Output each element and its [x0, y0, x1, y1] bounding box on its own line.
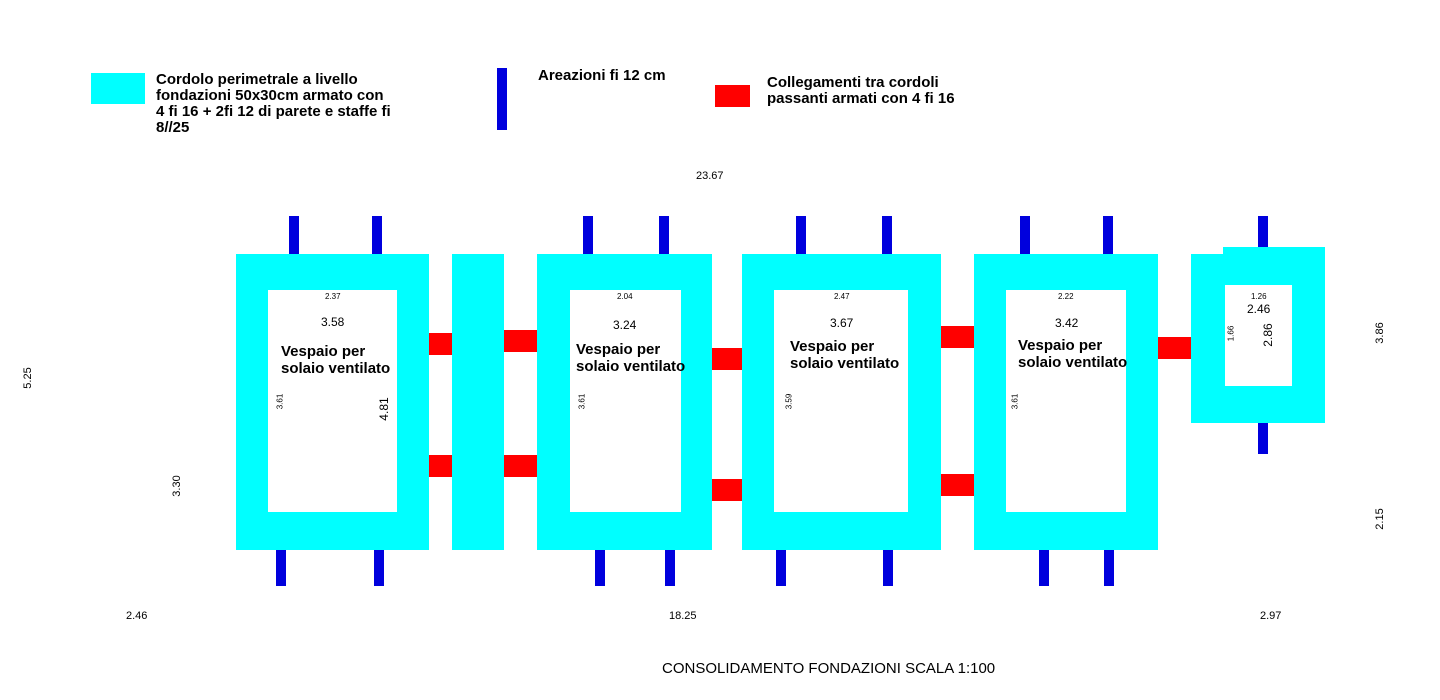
vent-pipe: [1020, 216, 1030, 254]
room-2-width: 3.24: [613, 318, 637, 332]
connection-beam: [941, 326, 974, 348]
room-4-label: Vespaio per solaio ventilato: [1018, 337, 1128, 371]
dim-left-lower: 3.30: [171, 475, 183, 497]
vent-pipe: [1103, 216, 1113, 254]
vent-pipe: [665, 548, 675, 586]
vent-pipe: [659, 216, 669, 254]
vespaio-room-4: [1006, 290, 1126, 512]
small-room-top-dim: 1.26: [1251, 292, 1267, 301]
vent-pipe: [1258, 216, 1268, 248]
room-3-side-dim: 3.59: [784, 393, 794, 410]
connection-beam: [504, 330, 537, 352]
room-2-top-dim: 2.04: [617, 292, 633, 301]
vent-pipe: [374, 548, 384, 586]
connection-beam: [712, 348, 742, 370]
cordolo-small-room-top: [1223, 247, 1325, 257]
vespaio-room-2: [570, 290, 681, 512]
drawing-title: CONSOLIDAMENTO FONDAZIONI SCALA 1:100: [662, 660, 996, 677]
vent-pipe: [289, 216, 299, 254]
vent-pipe: [372, 216, 382, 254]
dim-left-height: 5.25: [22, 367, 34, 389]
dim-total-top: 23.67: [696, 170, 724, 182]
cordolo-strip: [452, 254, 504, 550]
legend-collegamenti-swatch: [715, 85, 750, 107]
connection-beam: [429, 455, 452, 477]
vent-pipe: [276, 548, 286, 586]
legend-areazioni-swatch: [497, 68, 507, 130]
room-1-label: Vespaio per solaio ventilato: [281, 343, 391, 377]
connection-beam: [712, 479, 742, 501]
dim-right-height: 3.86: [1374, 322, 1386, 344]
connection-beam: [1158, 337, 1191, 359]
vent-pipe: [1104, 548, 1114, 586]
vent-pipe: [882, 216, 892, 254]
vespaio-room-1: [268, 290, 397, 512]
connection-beam: [941, 474, 974, 496]
dim-right-lower: 2.15: [1374, 508, 1386, 530]
legend-collegamenti-text: Collegamenti tra cordoli passanti armati…: [767, 74, 955, 107]
small-room-side-dim: 1.66: [1226, 325, 1236, 342]
vent-pipe: [583, 216, 593, 254]
dim-bottom-mid: 18.25: [669, 610, 697, 622]
vent-pipe: [796, 216, 806, 254]
room-3-label: Vespaio per solaio ventilato: [790, 338, 900, 372]
room-1-top-dim: 2.37: [325, 292, 341, 301]
connection-beam: [504, 455, 537, 477]
vent-pipe: [776, 548, 786, 586]
room-1-side-dim: 3.61: [275, 393, 285, 410]
room-4-side-dim: 3.61: [1010, 393, 1020, 410]
legend-areazioni-text: Areazioni fi 12 cm: [538, 67, 666, 84]
small-room-inner: [1225, 285, 1292, 386]
small-room-height: 2.86: [1261, 323, 1275, 347]
vent-pipe: [595, 548, 605, 586]
vent-pipe: [1039, 548, 1049, 586]
dim-bottom-left: 2.46: [126, 610, 148, 622]
room-3-width: 3.67: [830, 316, 854, 330]
room-2-label: Vespaio per solaio ventilato: [576, 341, 686, 375]
small-room-width: 2.46: [1247, 302, 1271, 316]
room-1-inner-height: 4.81: [377, 397, 391, 421]
legend-cordolo-swatch: [91, 73, 145, 104]
room-3-top-dim: 2.47: [834, 292, 850, 301]
room-4-top-dim: 2.22: [1058, 292, 1074, 301]
room-4-width: 3.42: [1055, 316, 1079, 330]
connection-beam: [429, 333, 452, 355]
room-2-side-dim: 3.61: [577, 393, 587, 410]
legend-cordolo-text: Cordolo perimetrale a livello fondazioni…: [156, 71, 391, 136]
vespaio-room-3: [774, 290, 908, 512]
vent-pipe: [883, 548, 893, 586]
vent-pipe: [1258, 422, 1268, 454]
room-1-width: 3.58: [321, 315, 345, 329]
dim-bottom-right: 2.97: [1260, 610, 1282, 622]
